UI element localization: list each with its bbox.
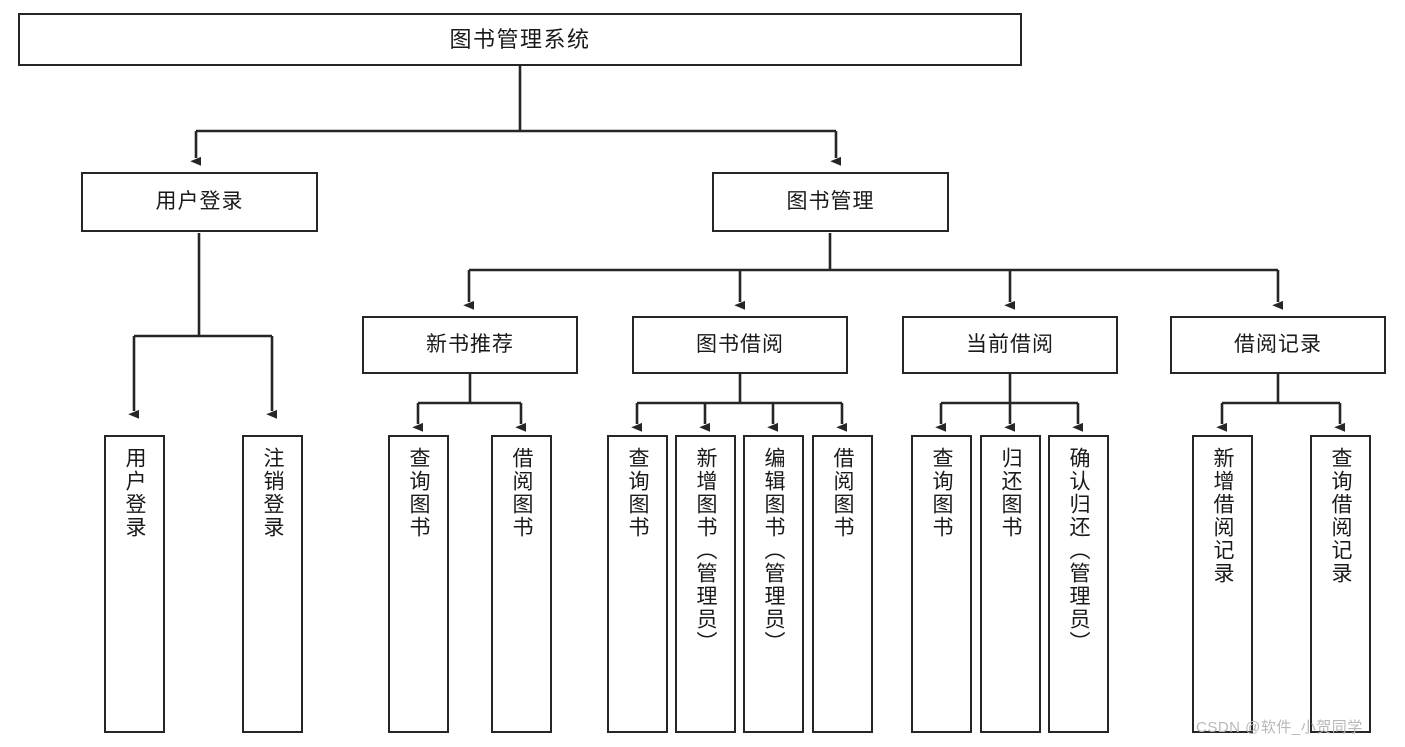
node-leaf-confirm-return[interactable]: 确认归还（管理员）	[1048, 435, 1109, 733]
node-book-borrow-label: 图书借阅	[696, 332, 784, 356]
node-leaf-logout-label: 注销登录	[261, 447, 284, 539]
node-leaf-query-book-2[interactable]: 查询图书	[607, 435, 668, 733]
node-leaf-query-book-2-label: 查询图书	[626, 447, 649, 539]
node-user-login-label: 用户登录	[155, 189, 244, 213]
node-leaf-add-record[interactable]: 新增借阅记录	[1192, 435, 1253, 733]
node-leaf-add-book-label: 新增图书（管理员）	[694, 447, 717, 654]
csdn-watermark: CSDN @软件_小贺同学	[1196, 719, 1363, 736]
node-book-manage-label: 图书管理	[786, 189, 875, 213]
node-new-book-rec-label: 新书推荐	[426, 332, 514, 356]
node-current-borrow-label: 当前借阅	[966, 332, 1054, 356]
node-leaf-return-book-label: 归还图书	[999, 447, 1022, 539]
node-leaf-edit-book-label: 编辑图书（管理员）	[762, 447, 785, 654]
node-leaf-user-login-label: 用户登录	[123, 447, 146, 539]
node-book-borrow[interactable]: 图书借阅	[632, 316, 848, 374]
node-leaf-edit-book[interactable]: 编辑图书（管理员）	[743, 435, 804, 733]
node-leaf-borrow-book-1[interactable]: 借阅图书	[491, 435, 552, 733]
node-book-manage[interactable]: 图书管理	[712, 172, 949, 232]
node-user-login[interactable]: 用户登录	[81, 172, 318, 232]
node-leaf-add-book[interactable]: 新增图书（管理员）	[675, 435, 736, 733]
node-leaf-query-record-label: 查询借阅记录	[1329, 447, 1352, 585]
node-leaf-return-book[interactable]: 归还图书	[980, 435, 1041, 733]
node-leaf-query-book-3[interactable]: 查询图书	[911, 435, 972, 733]
node-leaf-logout[interactable]: 注销登录	[242, 435, 303, 733]
node-leaf-query-book-3-label: 查询图书	[930, 447, 953, 539]
node-leaf-borrow-book-2-label: 借阅图书	[831, 447, 854, 539]
node-root-label: 图书管理系统	[449, 26, 591, 52]
node-borrow-record-label: 借阅记录	[1234, 332, 1322, 356]
node-new-book-rec[interactable]: 新书推荐	[362, 316, 578, 374]
node-root[interactable]: 图书管理系统	[18, 13, 1022, 66]
node-leaf-query-book-1[interactable]: 查询图书	[388, 435, 449, 733]
node-leaf-user-login[interactable]: 用户登录	[104, 435, 165, 733]
node-leaf-query-record[interactable]: 查询借阅记录	[1310, 435, 1371, 733]
node-leaf-borrow-book-2[interactable]: 借阅图书	[812, 435, 873, 733]
node-borrow-record[interactable]: 借阅记录	[1170, 316, 1386, 374]
node-current-borrow[interactable]: 当前借阅	[902, 316, 1118, 374]
node-leaf-confirm-return-label: 确认归还（管理员）	[1067, 447, 1090, 654]
node-leaf-borrow-book-1-label: 借阅图书	[510, 447, 533, 539]
node-leaf-query-book-1-label: 查询图书	[407, 447, 430, 539]
node-leaf-add-record-label: 新增借阅记录	[1211, 447, 1234, 585]
